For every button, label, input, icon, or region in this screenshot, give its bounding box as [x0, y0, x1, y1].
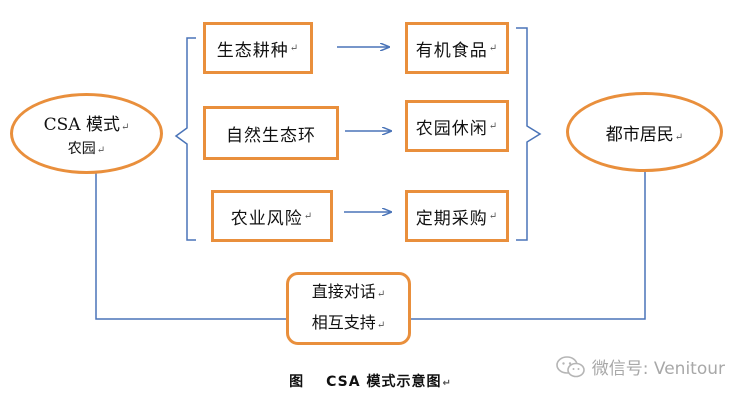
dialogue-line2: 相互支持: [311, 312, 376, 332]
caption-prefix: 图: [289, 374, 305, 390]
right-item-farm-leisure: 农园休闲↵: [405, 100, 509, 152]
right-brace: [516, 27, 542, 241]
watermark: 微信号: Venitour: [555, 354, 725, 379]
caption-text: CSA 模式示意图: [326, 374, 442, 390]
wechat-logo-icon: [555, 355, 585, 377]
support-loop-right: [410, 172, 646, 320]
left-item-agri-risk: 农业风险↵: [211, 190, 333, 242]
csa-farm-line2: 农园: [67, 140, 96, 157]
csa-farm-node: CSA 模式↵ 农园↵: [10, 93, 163, 174]
left-brace: [174, 37, 196, 241]
watermark-text: 微信号: Venitour: [591, 359, 725, 379]
urban-residents-label: 都市居民: [605, 124, 674, 145]
urban-residents-node: 都市居民↵: [566, 92, 723, 172]
right-item-regular-purchase: 定期采购↵: [405, 190, 509, 242]
support-loop-left: [95, 168, 288, 320]
right-item-organic-food: 有机食品↵: [405, 22, 509, 74]
left-item-natural-eco: 自然生态环: [203, 106, 339, 160]
dialogue-support-node: 直接对话↵ 相互支持↵: [286, 272, 411, 345]
left-item-eco-farming: 生态耕种↵: [203, 22, 313, 74]
csa-farm-line1: CSA 模式: [43, 114, 120, 135]
dialogue-line1: 直接对话: [311, 281, 376, 301]
